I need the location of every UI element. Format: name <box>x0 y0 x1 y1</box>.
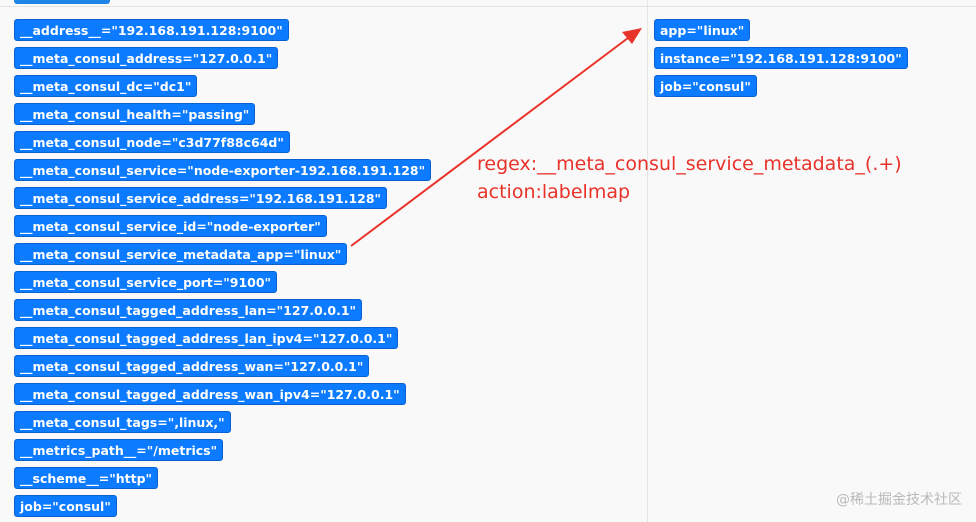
label-chip-meta-consul-health[interactable]: __meta_consul_health="passing" <box>14 103 256 125</box>
label-chip-address[interactable]: __address__="192.168.191.128:9100" <box>14 19 289 41</box>
label-chip-meta-consul-address[interactable]: __meta_consul_address="127.0.0.1" <box>14 47 279 69</box>
target-label-chip-app[interactable]: app="linux" <box>654 19 751 41</box>
label-chip-meta-consul-node[interactable]: __meta_consul_node="c3d77f88c64d" <box>14 131 290 153</box>
label-chip-meta-consul-tagged-address-lan-ipv4[interactable]: __meta_consul_tagged_address_lan_ipv4="1… <box>14 327 399 349</box>
discovered-labels-list: __address__="192.168.191.128:9100" __met… <box>14 19 432 522</box>
label-chip-meta-consul-tagged-address-wan-ipv4[interactable]: __meta_consul_tagged_address_wan_ipv4="1… <box>14 383 406 405</box>
label-chip-meta-consul-service[interactable]: __meta_consul_service="node-exporter-192… <box>14 159 432 181</box>
active-tab-indicator[interactable] <box>14 0 110 4</box>
watermark: @稀土掘金技术社区 <box>836 492 962 508</box>
annotation-regex-text: regex:__meta_consul_service_metadata_(.+… <box>477 153 902 175</box>
target-label-chip-instance[interactable]: instance="192.168.191.128:9100" <box>654 47 908 69</box>
label-chip-meta-consul-dc[interactable]: __meta_consul_dc="dc1" <box>14 75 198 97</box>
label-chip-meta-consul-service-metadata-app[interactable]: __meta_consul_service_metadata_app="linu… <box>14 243 348 265</box>
label-chip-meta-consul-service-port[interactable]: __meta_consul_service_port="9100" <box>14 271 278 293</box>
target-label-chip-job[interactable]: job="consul" <box>654 75 757 97</box>
target-labels-list: app="linux" instance="192.168.191.128:91… <box>654 19 908 103</box>
label-chip-meta-consul-tagged-address-lan[interactable]: __meta_consul_tagged_address_lan="127.0.… <box>14 299 363 321</box>
label-chip-meta-consul-tags[interactable]: __meta_consul_tags=",linux," <box>14 411 231 433</box>
table-top-border <box>0 6 976 7</box>
label-chip-metrics-path[interactable]: __metrics_path__="/metrics" <box>14 439 224 461</box>
label-chip-scheme[interactable]: __scheme__="http" <box>14 467 159 489</box>
annotation-action-text: action:labelmap <box>477 181 631 203</box>
relabel-annotation: regex:__meta_consul_service_metadata_(.+… <box>477 150 902 206</box>
label-chip-job[interactable]: job="consul" <box>14 495 117 517</box>
label-chip-meta-consul-service-address[interactable]: __meta_consul_service_address="192.168.1… <box>14 187 388 209</box>
label-chip-meta-consul-tagged-address-wan[interactable]: __meta_consul_tagged_address_wan="127.0.… <box>14 355 370 377</box>
label-chip-meta-consul-service-id[interactable]: __meta_consul_service_id="node-exporter" <box>14 215 327 237</box>
